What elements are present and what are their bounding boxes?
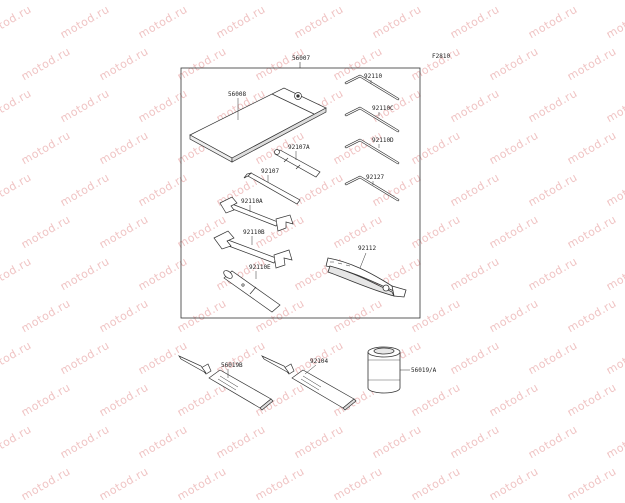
label-screwdriver-bit: 92107 bbox=[261, 168, 279, 175]
label-wrench-a: 92110A bbox=[241, 198, 263, 205]
diagram-code: F2810 bbox=[432, 53, 450, 60]
wrench-a bbox=[219, 196, 294, 232]
label-hex-1: 92110 bbox=[364, 73, 382, 80]
watermark-text: motod.ru bbox=[253, 464, 307, 503]
watermark-text: motod.ru bbox=[565, 464, 619, 503]
label-grease-tube-1: 56019B bbox=[221, 362, 243, 369]
label-wrench-b: 92110B bbox=[243, 229, 265, 236]
grease-tube-2 bbox=[261, 355, 357, 411]
tool-pouch bbox=[189, 87, 327, 163]
watermark-text: motod.ru bbox=[331, 464, 385, 503]
spark-plug-wrench bbox=[223, 270, 281, 313]
watermark-text: motod.ru bbox=[19, 464, 73, 503]
label-pliers: 92112 bbox=[358, 245, 376, 252]
screwdriver-bit bbox=[243, 172, 301, 205]
wrench-b bbox=[213, 230, 293, 269]
label-hex-3: 92110D bbox=[372, 137, 394, 144]
parts-diagram: F2810 56007 56008 92110 92110C 92110D 92… bbox=[178, 53, 450, 411]
watermark-text: motod.ru bbox=[487, 464, 541, 503]
watermark-text: motod.ru bbox=[409, 464, 463, 503]
label-pouch: 56008 bbox=[228, 91, 246, 98]
watermark-text: motod.ru bbox=[175, 464, 229, 503]
can bbox=[367, 346, 401, 394]
label-spark-plug-wrench: 92110E bbox=[249, 264, 271, 271]
watermark-text: motod.ru bbox=[97, 464, 151, 503]
kit-frame bbox=[180, 67, 421, 319]
pliers bbox=[325, 257, 407, 298]
label-hex-4: 92127 bbox=[366, 174, 384, 181]
kit-label: 56007 bbox=[292, 55, 310, 62]
screwdriver-handle bbox=[274, 149, 321, 178]
label-hex-2: 92110C bbox=[372, 105, 394, 112]
label-screwdriver-handle: 92107A bbox=[288, 144, 310, 151]
label-grease-tube-2: 92104 bbox=[310, 358, 328, 365]
grease-tube-1 bbox=[178, 355, 274, 411]
label-can: 56019/A bbox=[411, 367, 437, 374]
